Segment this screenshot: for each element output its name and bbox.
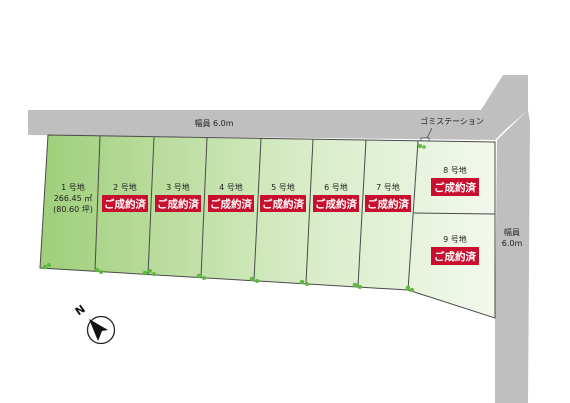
divider-2-3 — [147, 136, 155, 275]
compass-north-label: N — [73, 302, 88, 318]
lots-block — [39, 134, 496, 319]
lot-9-sold-badge: ご成約済 — [431, 247, 479, 265]
tree-icon — [255, 279, 259, 283]
lot-6-label: 6 号地 — [324, 182, 348, 192]
north-arrow-icon — [89, 319, 108, 341]
east-road-label-line2: 6.0m — [502, 239, 523, 248]
tree-icon — [94, 267, 100, 273]
lot-2-label: 2 号地 — [113, 182, 137, 192]
lot-4-sold-badge: ご成約済 — [208, 195, 254, 212]
tree-icon — [358, 285, 362, 289]
north-road — [28, 75, 528, 140]
divider-7-8 — [407, 140, 419, 291]
east-road-label-line1: 幅員 — [504, 227, 520, 237]
lot-7-sold-badge: ご成約済 — [365, 195, 411, 212]
lot-1-label: 1 号地 — [61, 182, 85, 192]
lot-3-label: 3 号地 — [166, 182, 190, 192]
lot-4-label: 4 号地 — [219, 182, 243, 192]
lot-1-area: 266.45 ㎡ — [54, 194, 93, 203]
divider-8-9 — [413, 212, 496, 215]
sold-badges: ご成約済 ご成約済 ご成約済 ご成約済 ご成約済 ご成約済 ご成約済 ご成約済 — [102, 178, 479, 265]
divider-5-6 — [305, 138, 314, 284]
lot-7-label: 7 号地 — [376, 182, 400, 192]
east-road — [495, 110, 530, 403]
tree-icons — [42, 144, 426, 292]
lot-7-status: ご成約済 — [367, 198, 409, 211]
divider-6-7 — [357, 139, 367, 287]
tree-icon — [418, 144, 422, 148]
lot-2-status: ご成約済 — [104, 198, 146, 211]
tree-icon — [422, 145, 426, 149]
compass: N — [73, 302, 116, 345]
lots-area — [39, 134, 496, 319]
divider-1-2 — [94, 135, 101, 272]
lot-8-label: 8 号地 — [443, 165, 467, 175]
tree-icon — [299, 279, 305, 285]
lot-2-sold-badge: ご成約済 — [102, 195, 148, 212]
tree-icon — [405, 285, 411, 291]
tree-icon — [352, 282, 358, 288]
garbage-station-label: ゴミステーション — [420, 116, 484, 126]
lot-6-status: ご成約済 — [315, 198, 357, 211]
tree-icon — [249, 276, 255, 282]
lot-1-area-tsubo: (80.60 坪) — [53, 205, 93, 214]
tree-icon — [148, 269, 152, 273]
tree-icon — [410, 288, 414, 292]
road-network — [28, 75, 530, 403]
lot-4-status: ご成約済 — [210, 198, 252, 211]
lot-5-label: 5 号地 — [271, 182, 295, 192]
lot-3-sold-badge: ご成約済 — [155, 195, 201, 212]
divider-4-5 — [253, 137, 262, 281]
divider-3-4 — [200, 137, 208, 278]
tree-icon — [152, 272, 156, 276]
tree-icon — [99, 270, 103, 274]
lot-9-label: 9 号地 — [443, 234, 467, 244]
lot-5-sold-badge: ご成約済 — [260, 195, 306, 212]
lot-8-sold-badge: ご成約済 — [431, 178, 479, 196]
tree-icon — [47, 263, 51, 267]
lot-8-status: ご成約済 — [434, 181, 476, 194]
tree-icon — [42, 264, 48, 270]
tree-icon — [142, 270, 148, 276]
tree-icon — [196, 273, 202, 279]
lot-dividers — [94, 135, 496, 291]
tree-icon — [305, 282, 309, 286]
lot-9-status: ご成約済 — [434, 250, 476, 263]
lot-6-sold-badge: ご成約済 — [313, 195, 359, 212]
tree-icon — [202, 276, 206, 280]
lot-3-status: ご成約済 — [157, 198, 199, 211]
lot-5-status: ご成約済 — [262, 198, 304, 211]
north-road-label: 幅員 6.0m — [194, 118, 233, 128]
